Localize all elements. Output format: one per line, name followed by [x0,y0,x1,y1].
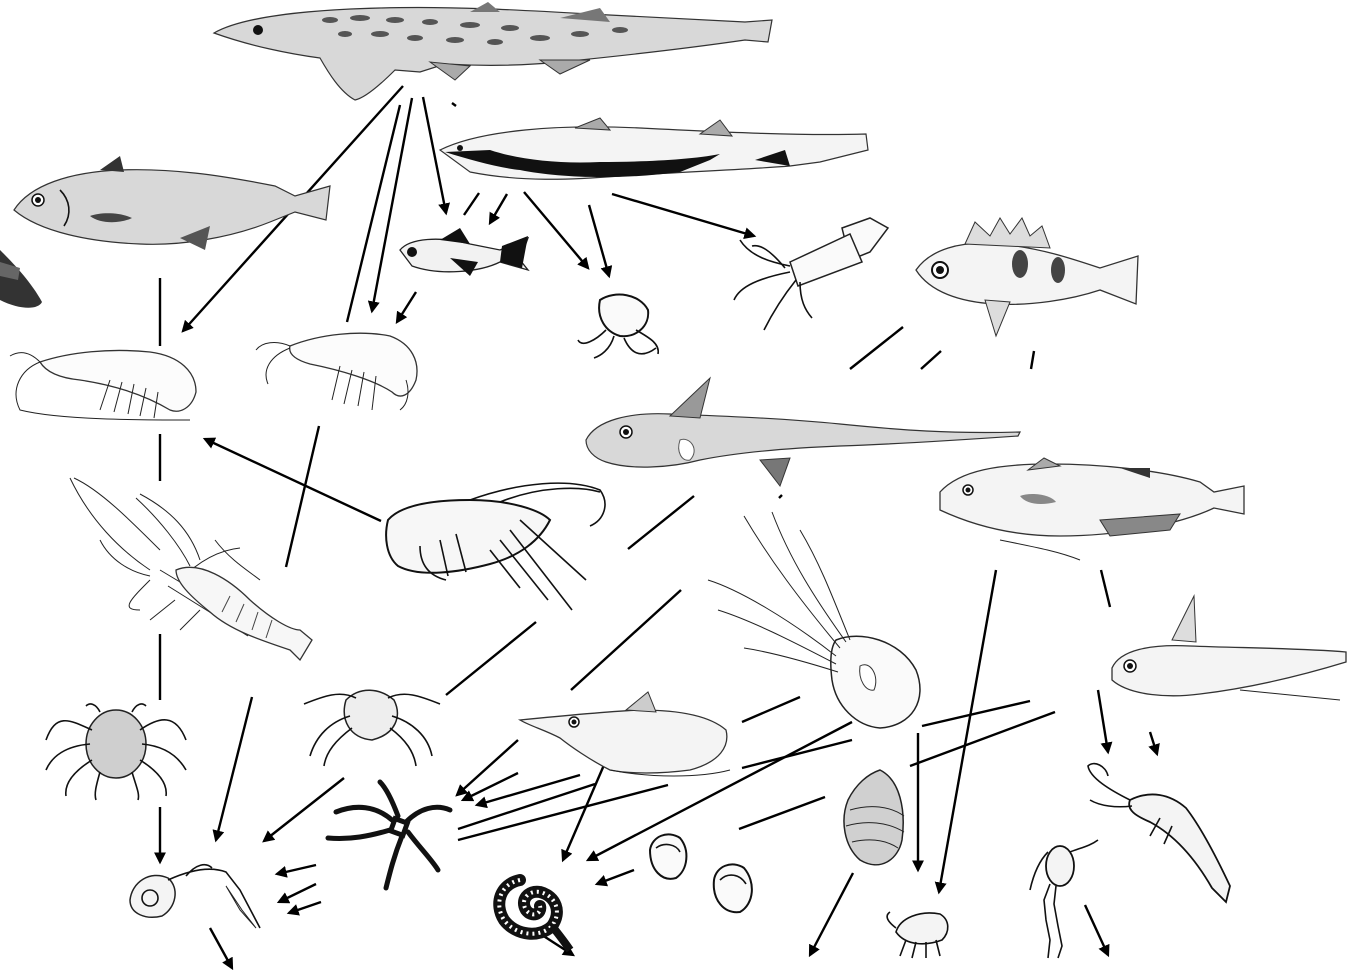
scorpionfish-icon [916,218,1138,336]
deep-prawn-icon [386,483,605,610]
polychaete-worm-icon [499,880,570,950]
link-arrow [264,778,344,841]
spider-crab-icon [46,704,186,800]
link-arrow [210,928,232,968]
link-arrow [490,194,507,223]
link-arrow [477,775,580,805]
link-line [1031,351,1034,369]
copepod-icon [1030,840,1098,958]
grenadier-icon [1112,596,1346,700]
link-arrow [289,902,321,913]
hermit-crab-icon [130,865,260,928]
link-line [286,426,319,567]
link-line [464,193,479,215]
link-line [1101,570,1110,607]
catshark-icon [214,2,772,100]
link-arrow [205,439,381,521]
link-arrow [1085,905,1108,955]
link-line [779,495,782,498]
link-arrow [397,292,416,322]
link-arrow [1098,690,1108,752]
link-line [850,327,903,369]
shrimp-mid-icon [256,333,417,410]
mysid-icon [1088,764,1230,902]
link-line [739,797,825,829]
small-fish-icon [400,228,528,276]
hake-icon [940,458,1244,560]
chimaera-icon [586,378,1020,486]
brittle-star-icon [328,782,450,888]
amphipod-icon [887,912,948,958]
link-line [446,622,536,695]
octopus-icon [708,512,920,728]
link-arrow [589,205,609,276]
link-line [742,697,800,722]
link-arrow [1150,732,1157,754]
whelk-icon [844,770,904,865]
squid-icon [734,218,888,330]
link-arrow [216,697,252,840]
link-line [452,103,456,106]
dark-shark-icon [440,118,868,179]
link-arrow [347,105,400,322]
link-arrow [423,97,446,213]
link-arrow [277,865,316,874]
link-arrow [372,98,412,311]
link-arrow [612,194,754,236]
link-line [921,351,941,369]
link-arrow [279,884,316,902]
link-arrow [524,192,588,268]
link-line [742,740,852,768]
link-line [571,590,681,690]
bivalve-icon [650,834,752,912]
link-line [628,496,694,549]
crab-icon [304,690,440,766]
partial-fish-icon [0,250,42,308]
link-arrow [597,870,634,884]
cod-icon [14,156,330,250]
small-octopus-icon [578,295,658,358]
snipe-fish-icon [520,692,730,776]
link-arrow [939,570,996,892]
shrimp-left-icon [10,350,196,420]
link-arrow [810,873,853,955]
lobster-icon [70,478,312,660]
link-line [922,701,1030,726]
link-line [910,712,1055,766]
